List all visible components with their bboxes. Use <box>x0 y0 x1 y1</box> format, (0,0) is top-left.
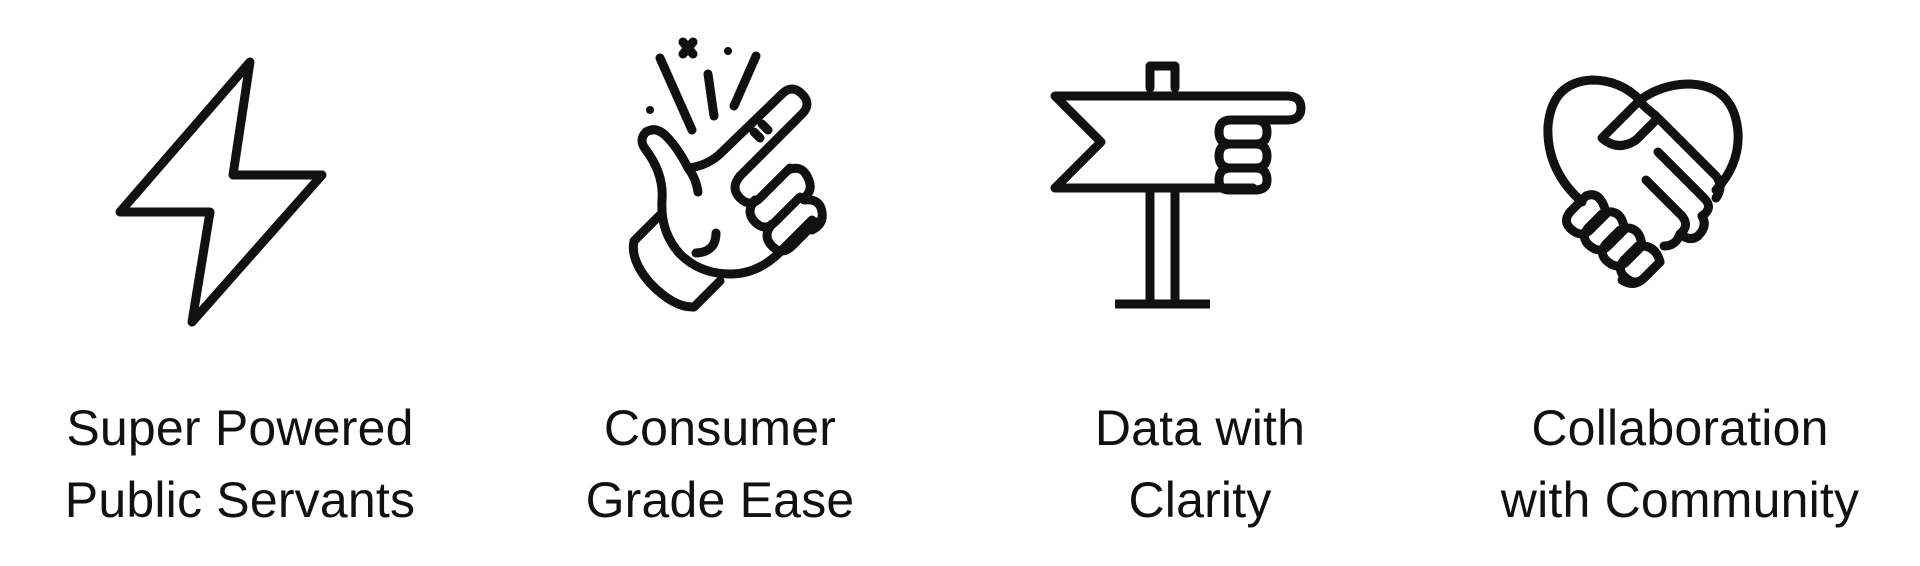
feature-label: Data with Clarity <box>960 392 1440 536</box>
signpost-pointing-hand-icon <box>1050 61 1306 309</box>
feature-collaboration-with-community: Collaboration with Community <box>1440 0 1920 566</box>
feature-label-line-1: Collaboration <box>1531 400 1829 456</box>
feature-label-line-1: Data with <box>1094 400 1306 456</box>
finger-snap-icon <box>628 37 827 312</box>
feature-label-line-2: Public Servants <box>64 472 416 528</box>
heart-handshake-icon <box>1543 75 1743 288</box>
feature-label-line-1: Super Powered <box>66 400 414 456</box>
lightning-bolt-icon <box>115 57 327 327</box>
feature-label-line-2: with Community <box>1500 472 1860 528</box>
feature-label: Super Powered Public Servants <box>0 392 480 536</box>
feature-label-line-2: Clarity <box>1128 472 1272 528</box>
feature-label: Collaboration with Community <box>1440 392 1920 536</box>
feature-label-line-1: Consumer <box>603 400 837 456</box>
feature-label: Consumer Grade Ease <box>480 392 960 536</box>
feature-super-powered-public-servants: Super Powered Public Servants <box>0 0 480 566</box>
feature-data-with-clarity: Data with Clarity <box>960 0 1440 566</box>
feature-consumer-grade-ease: Consumer Grade Ease <box>480 0 960 566</box>
feature-label-line-2: Grade Ease <box>585 472 855 528</box>
